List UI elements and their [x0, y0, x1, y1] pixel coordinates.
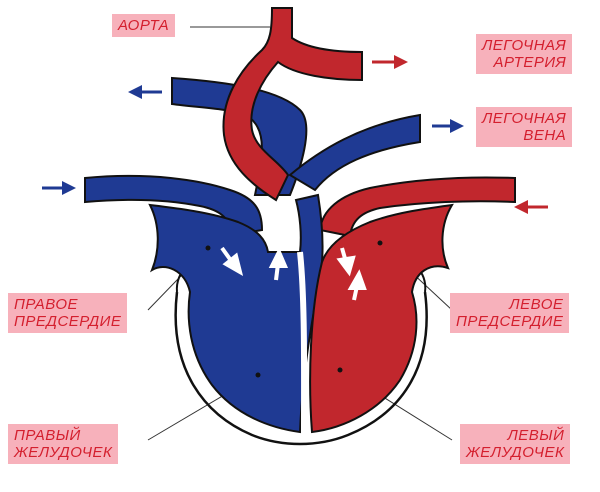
- arrow-pulmonary-vein-in: [514, 200, 548, 214]
- dot-right-ventricle: [255, 372, 261, 378]
- label-left-atrium-line1: ЛЕВОЕ: [509, 296, 564, 313]
- label-pulmonary-vein: ЛЕГОЧНАЯ ВЕНА: [476, 107, 573, 147]
- label-left-ventricle-line1: ЛЕВЫЙ: [507, 427, 565, 444]
- label-pulmonary-artery-line1: ЛЕГОЧНАЯ: [482, 37, 567, 54]
- label-pulmonary-vein-line2: ВЕНА: [523, 127, 567, 144]
- label-right-atrium: ПРАВОЕ ПРЕДСЕРДИЕ: [8, 293, 128, 333]
- arrow-lv-up-head: [347, 269, 367, 290]
- vena-cava: [84, 174, 264, 237]
- arrow-la-to-lv-head: [336, 255, 356, 277]
- label-left-ventricle-line2: ЖЕЛУДОЧЕК: [466, 444, 565, 461]
- heart-outline: [174, 291, 428, 446]
- aorta: [222, 7, 363, 202]
- dot-left-atrium: [377, 240, 383, 246]
- dot-left-ventricle: [337, 367, 343, 373]
- arrow-left-out: [128, 85, 162, 99]
- label-left-atrium-line2: ПРЕДСЕРДИЕ: [456, 313, 564, 330]
- label-left-atrium: ЛЕВОЕ ПРЕДСЕРДИЕ: [450, 293, 570, 333]
- arrow-vena-cava-in: [42, 181, 76, 195]
- dot-right-atrium: [205, 245, 211, 251]
- label-right-atrium-line1: ПРАВОЕ: [14, 296, 79, 313]
- arrow-ra-to-rv-head: [222, 252, 244, 277]
- label-pulmonary-artery: ЛЕГОЧНАЯ АРТЕРИЯ: [476, 34, 573, 74]
- label-aorta: АОРТА: [112, 14, 176, 37]
- arrow-pulmonary-artery-out: [372, 55, 408, 69]
- label-aorta-text: АОРТА: [118, 17, 170, 34]
- label-pulmonary-vein-line1: ЛЕГОЧНАЯ: [482, 110, 567, 127]
- label-right-ventricle: ПРАВЫЙ ЖЕЛУДОЧЕК: [8, 424, 119, 464]
- label-pulmonary-artery-line2: АРТЕРИЯ: [493, 54, 567, 71]
- left-heart-chambers: [309, 203, 454, 434]
- label-left-ventricle: ЛЕВЫЙ ЖЕЛУДОЧЕК: [460, 424, 571, 464]
- pulmonary-artery-right-branch: [288, 113, 421, 192]
- septum: [297, 251, 308, 433]
- internal-flow-arrows: [220, 246, 367, 301]
- arrow-pulmonary-vein-out: [432, 119, 464, 133]
- label-right-ventricle-line2: ЖЕЛУДОЧЕК: [14, 444, 113, 461]
- label-right-ventricle-line1: ПРАВЫЙ: [14, 427, 81, 444]
- chamber-dots: [205, 240, 383, 378]
- label-right-atrium-line2: ПРЕДСЕРДИЕ: [14, 313, 122, 330]
- external-flow-arrows: [42, 55, 548, 214]
- arrow-rv-up-head: [268, 247, 289, 268]
